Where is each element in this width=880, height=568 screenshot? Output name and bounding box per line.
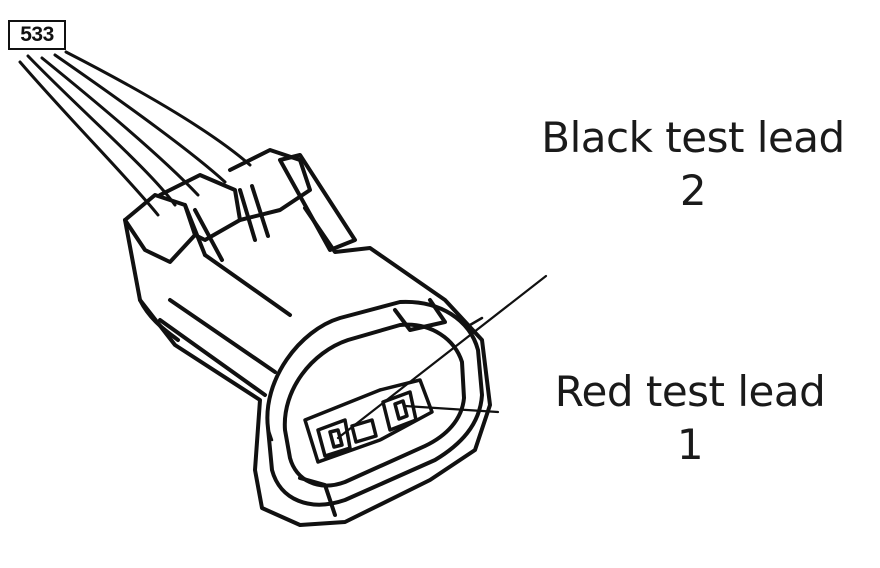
red-test-lead-number: 1 <box>676 419 704 469</box>
leader-line-black <box>336 274 548 440</box>
red-test-lead-text: Red test lead <box>554 367 826 416</box>
connector-locking-tabs <box>123 148 357 264</box>
connector-housing <box>123 206 492 527</box>
black-test-lead-label: Black test lead 2 <box>518 112 868 217</box>
leader-line-red <box>403 404 500 414</box>
wire-bundle <box>18 50 252 217</box>
terminal-cavities <box>303 378 434 464</box>
black-test-lead-text: Black test lead <box>541 113 845 162</box>
callout-number-box: 533 <box>8 20 66 50</box>
red-test-lead-label: Red test lead 1 <box>530 366 850 471</box>
callout-number: 533 <box>20 23 54 46</box>
diagram-ticks <box>266 316 484 442</box>
connector-mating-face <box>265 298 484 517</box>
black-test-lead-number: 2 <box>679 165 707 215</box>
